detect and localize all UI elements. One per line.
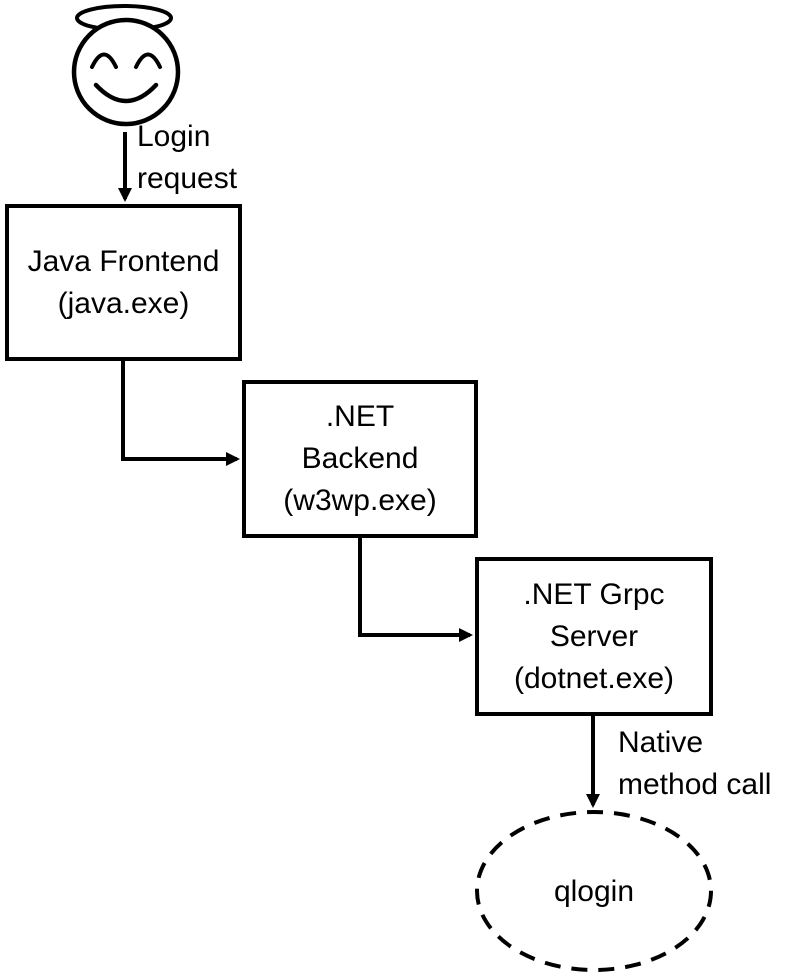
native-method-call-label: Native method call (618, 722, 771, 806)
node-dotnet-grpc-server-line1: .NET Grpc (523, 577, 665, 611)
smile-mouth (93, 82, 159, 104)
node-java-frontend-line1: Java Frontend (27, 244, 220, 278)
node-dotnet-backend-line2: Backend (301, 442, 419, 475)
native-method-call-label-line1: Native (618, 726, 704, 759)
login-request-label: Login request (137, 116, 237, 200)
node-dotnet-backend-line1: .NET (325, 400, 395, 433)
native-method-call-label-line2: method call (618, 768, 772, 801)
node-dotnet-grpc-server-line3: (dotnet.exe) (513, 661, 675, 695)
right-eye (134, 52, 162, 69)
arrow-frontend-to-backend (121, 361, 240, 466)
node-dotnet-grpc-server-line2: Server (549, 619, 639, 653)
left-eye (90, 52, 118, 69)
node-qlogin-label: qlogin (553, 875, 635, 908)
face-outline (71, 17, 181, 127)
login-request-label-line2: request (137, 162, 238, 195)
node-dotnet-backend-line3: (w3wp.exe) (283, 484, 437, 517)
angel-smiley-face-icon (71, 4, 181, 127)
arrow-backend-to-grpc (358, 538, 473, 642)
node-java-frontend-line2: (java.exe) (57, 286, 190, 320)
node-dotnet-grpc-server: .NET Grpc Server (dotnet.exe) (475, 557, 713, 716)
qlogin-dashed-ellipse (475, 810, 713, 972)
node-dotnet-backend: .NET Backend (w3wp.exe) (242, 380, 478, 538)
node-java-frontend: Java Frontend (java.exe) (5, 204, 242, 361)
login-request-label-line1: Login (137, 120, 211, 153)
